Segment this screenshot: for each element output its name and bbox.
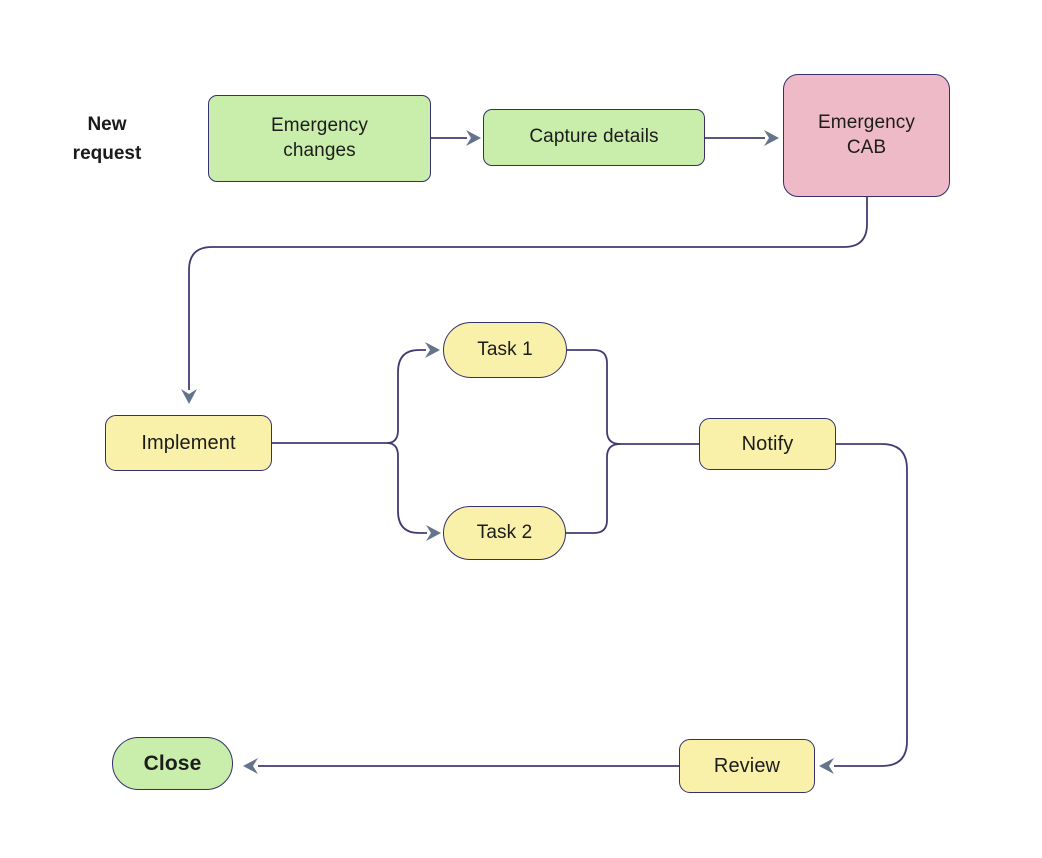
node-review: Review xyxy=(679,739,815,793)
node-close: Close xyxy=(112,737,233,790)
node-emergency-changes: Emergency changes xyxy=(208,95,431,182)
edge-fork-to-task2 xyxy=(386,442,427,534)
edge-task1-to-merge xyxy=(567,349,621,445)
node-emergency-cab: Emergency CAB xyxy=(783,74,950,197)
edge-emergency-cab-to-implement xyxy=(188,197,868,390)
node-notify: Notify xyxy=(699,418,836,470)
edge-task2-to-merge xyxy=(566,443,621,534)
arrowhead-emergency-cab-icon xyxy=(764,130,779,146)
arrowhead-task1-icon xyxy=(425,342,440,358)
arrowhead-capture-details-icon xyxy=(466,130,481,146)
node-implement: Implement xyxy=(105,415,272,471)
node-capture-details: Capture details xyxy=(483,109,705,166)
arrowhead-implement-icon xyxy=(181,389,197,404)
arrowhead-task2-icon xyxy=(426,525,441,541)
node-task2: Task 2 xyxy=(443,506,566,560)
label-new-request: New request xyxy=(72,113,142,164)
node-task1: Task 1 xyxy=(443,322,567,378)
arrowhead-close-icon xyxy=(243,758,258,774)
arrowhead-review-icon xyxy=(819,758,834,774)
edge-notify-to-review xyxy=(834,443,908,767)
edge-fork-to-task1 xyxy=(386,349,426,444)
